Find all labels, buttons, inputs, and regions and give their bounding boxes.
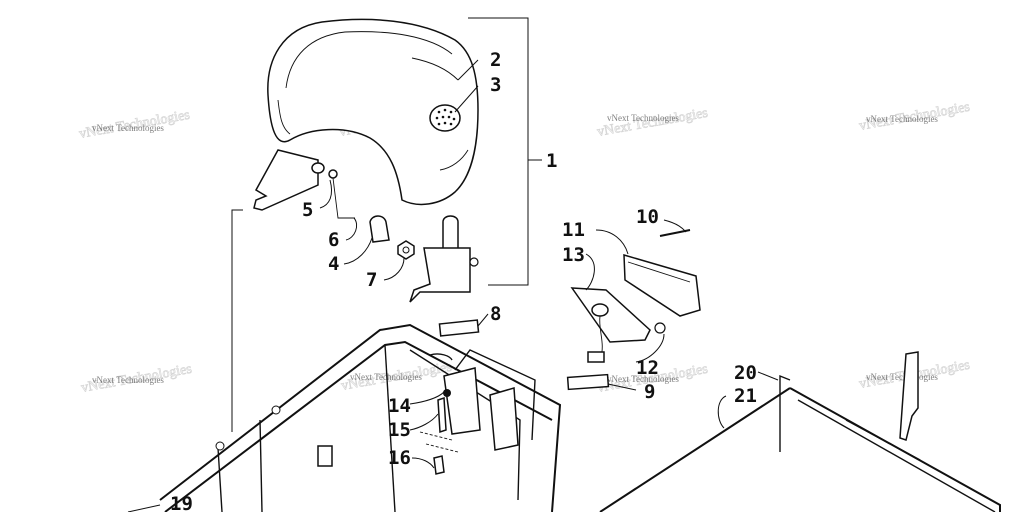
taillight-assembly [570, 229, 701, 363]
backrest-bracket-left [253, 149, 415, 260]
watermark-6: vNext Technologies vNext Technologies [340, 359, 454, 394]
callout-6: 6 [328, 229, 339, 251]
callout-9: 9 [644, 381, 655, 403]
watermark-4: vNext Technologies vNext Technologies [858, 99, 972, 134]
decal-8 [438, 319, 480, 337]
bracket-1 [468, 17, 529, 286]
svg-text:vNext Technologies: vNext Technologies [866, 372, 938, 382]
svg-text:vNext Technologies: vNext Technologies [607, 113, 679, 123]
callout-14: 14 [388, 395, 411, 417]
backrest-pad [267, 18, 479, 259]
backrest-bracket-right [409, 247, 479, 303]
hardware-stack [419, 389, 459, 475]
svg-text:vNext Technologies: vNext Technologies [92, 123, 164, 133]
callout-15: 15 [388, 419, 411, 441]
svg-text:vNext Technologies: vNext Technologies [866, 114, 938, 124]
callout-10: 10 [636, 206, 659, 228]
leader-lines [127, 59, 779, 512]
callout-4: 4 [328, 253, 339, 275]
callout-11: 11 [562, 219, 585, 241]
rear-deck-panel [599, 351, 1001, 512]
svg-text:vNext Technologies: vNext Technologies [92, 375, 164, 385]
callout-8: 8 [490, 303, 501, 325]
callout-numbers: 1 2 3 4 5 6 7 8 9 10 11 12 13 14 15 16 1… [170, 49, 757, 512]
callout-2: 2 [490, 49, 501, 71]
watermark-1: vNext Technologies vNext Technologies [78, 107, 192, 142]
callout-13: 13 [562, 244, 585, 266]
decal-9 [566, 373, 610, 391]
callout-5: 5 [302, 199, 313, 221]
callout-19: 19 [170, 493, 193, 512]
callout-20: 20 [734, 362, 757, 384]
rack-frame [159, 323, 562, 512]
callout-7: 7 [366, 269, 377, 291]
watermark-5: vNext Technologies vNext Technologies [80, 361, 194, 396]
callout-16: 16 [388, 447, 411, 469]
callout-21: 21 [734, 385, 757, 407]
callout-3: 3 [490, 74, 501, 96]
callout-12: 12 [636, 357, 659, 379]
callout-1: 1 [546, 150, 557, 172]
svg-text:vNext Technologies: vNext Technologies [607, 374, 679, 384]
watermark-3: vNext Technologies vNext Technologies [596, 105, 710, 140]
